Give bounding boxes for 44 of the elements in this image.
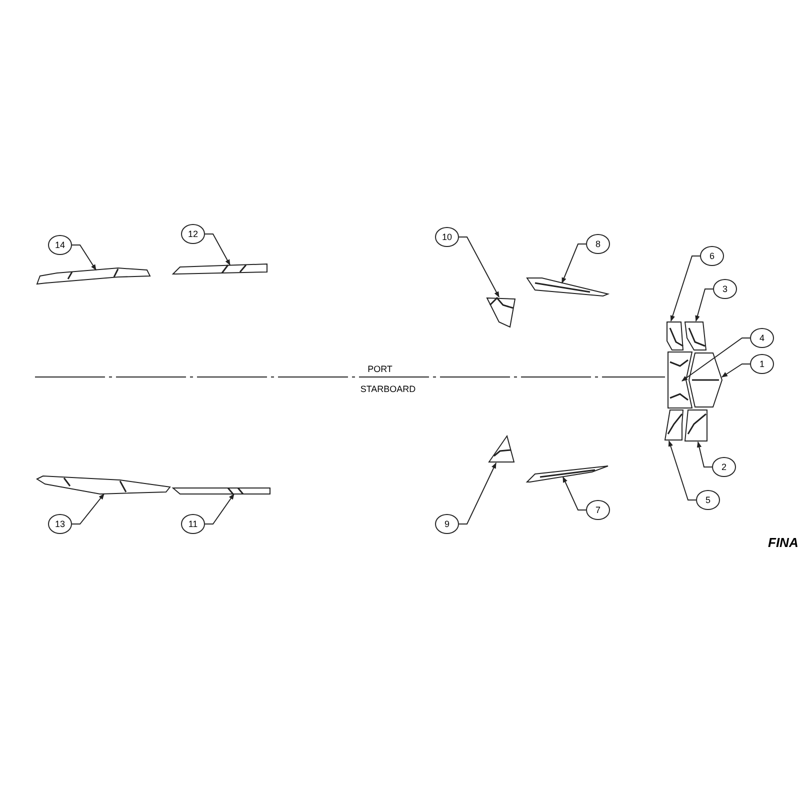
callout-number: 8 xyxy=(586,234,610,254)
stripe-panel-drawing xyxy=(685,410,707,441)
leader-line xyxy=(458,462,496,524)
leader-line xyxy=(72,494,104,524)
stripe-panel-drawing xyxy=(527,278,608,296)
fin-panel-drawing xyxy=(489,436,514,462)
leader-line xyxy=(562,476,586,510)
stripe-panel-drawing xyxy=(173,488,270,494)
callout-number: 13 xyxy=(48,514,72,534)
stripe-panel-drawing xyxy=(37,268,150,284)
stripe-panel-drawing xyxy=(173,264,267,274)
callout-number: 1 xyxy=(750,354,774,374)
callout-number: 5 xyxy=(696,490,720,510)
callout-number: 6 xyxy=(700,246,724,266)
callout-number: 14 xyxy=(48,235,72,255)
stripe-panel-drawing xyxy=(667,322,683,350)
section-heading: FINA xyxy=(768,535,798,550)
leader-line xyxy=(668,440,696,500)
leader-line xyxy=(458,236,500,298)
fin-panel-drawing xyxy=(487,298,515,327)
leader-line xyxy=(696,441,712,468)
leader-line xyxy=(204,494,234,524)
stripe-panel-drawing xyxy=(685,322,706,350)
callout-number: 4 xyxy=(750,328,774,348)
leader-line xyxy=(695,288,714,322)
port-label: PORT xyxy=(368,364,392,374)
leader-line xyxy=(72,244,96,270)
callout-number: 2 xyxy=(712,457,736,477)
stripe-panel-drawing xyxy=(527,466,608,482)
starboard-label: STARBOARD xyxy=(360,384,416,394)
callout-number: 7 xyxy=(586,500,610,520)
callout-number: 10 xyxy=(435,227,459,247)
callout-number: 11 xyxy=(181,514,205,534)
callout-number: 12 xyxy=(181,224,205,244)
callout-number: 3 xyxy=(713,279,737,299)
leader-line xyxy=(204,234,230,266)
leader-line xyxy=(670,256,700,322)
leader-line xyxy=(722,364,750,378)
callout-number: 9 xyxy=(435,514,459,534)
leader-line xyxy=(562,244,586,284)
panel-drawing xyxy=(689,353,722,407)
leader-line xyxy=(682,338,750,382)
stripe-panel-drawing xyxy=(37,476,170,494)
stripe-panel-drawing xyxy=(665,410,683,440)
